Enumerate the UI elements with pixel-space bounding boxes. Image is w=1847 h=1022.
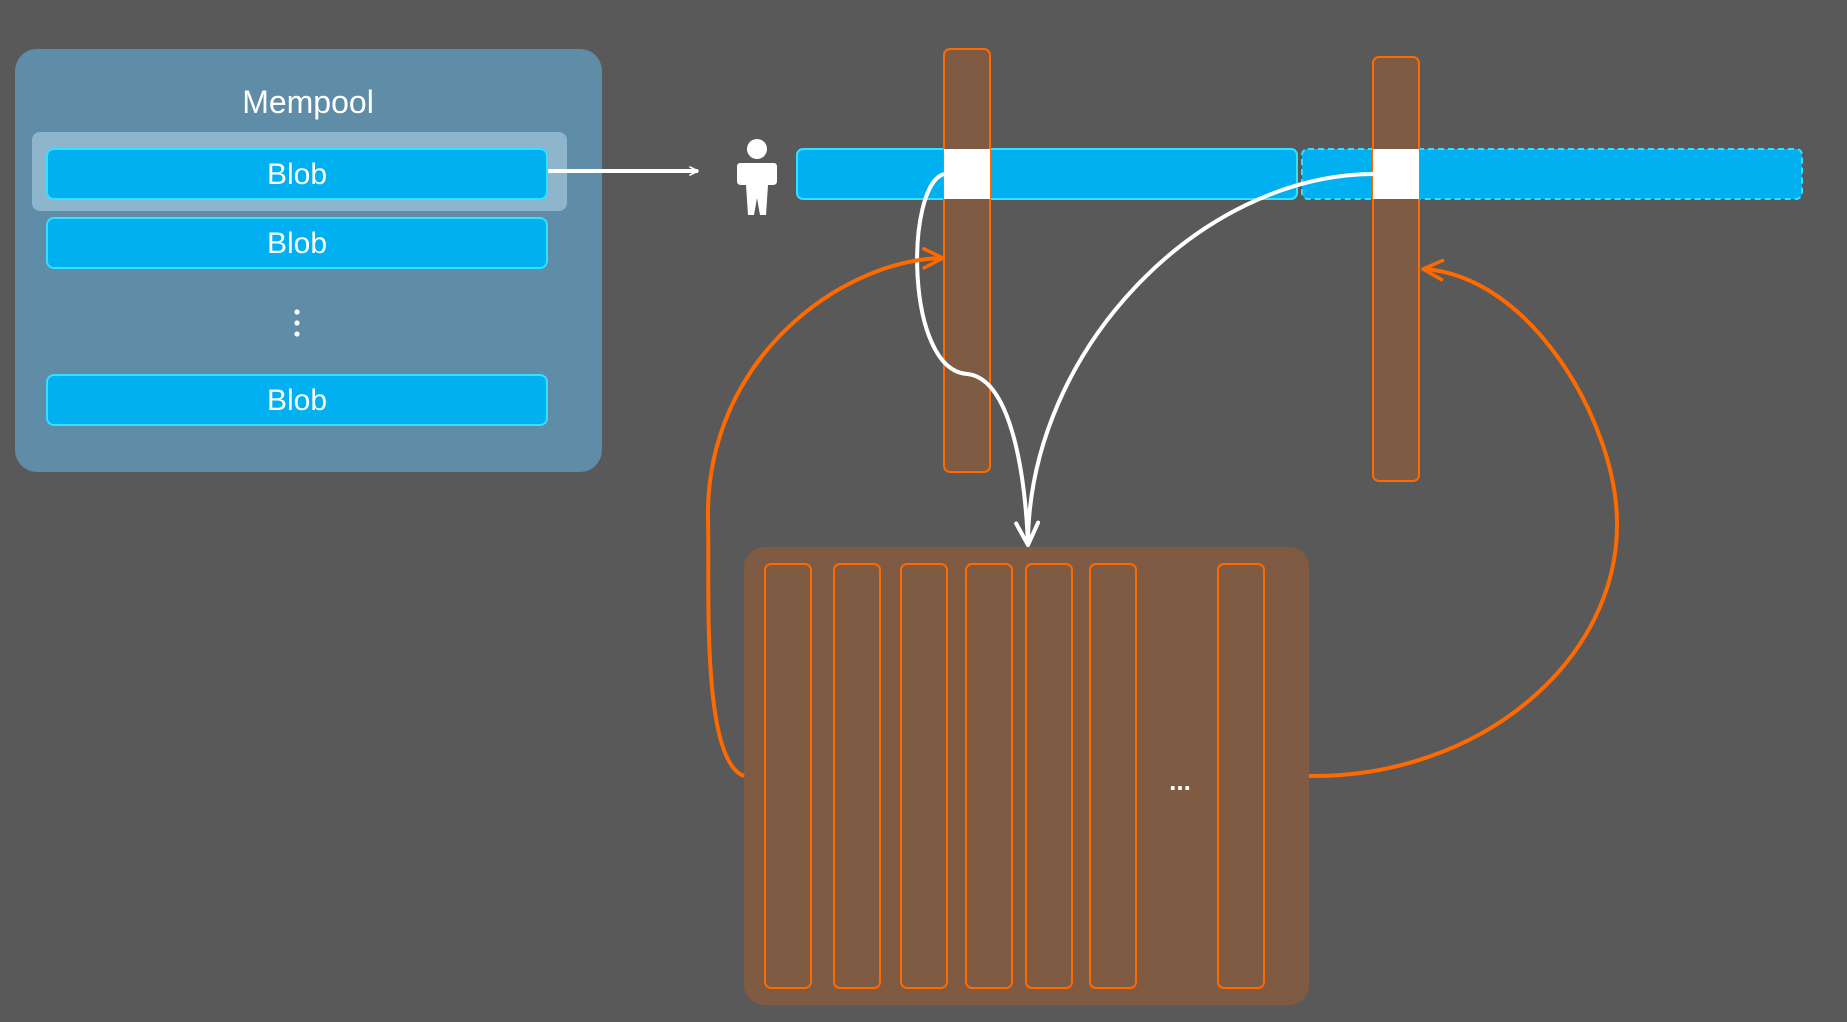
blob-label: Blob: [267, 227, 327, 260]
mempool-title: Mempool: [242, 84, 374, 120]
return-curve-left: [705, 247, 945, 778]
blob-item[interactable]: Blob: [46, 148, 548, 200]
data-column: [1372, 56, 1420, 482]
storage-column: [764, 563, 812, 989]
storage-column: [900, 563, 948, 989]
storage-column: [1025, 563, 1073, 989]
storage-column: [833, 563, 881, 989]
vertical-ellipsis: [294, 309, 300, 337]
sample-cell: [1373, 149, 1419, 199]
blob-item[interactable]: Blob: [46, 217, 548, 269]
blob-item[interactable]: Blob: [46, 374, 548, 426]
sample-cell: [944, 149, 990, 199]
mempool-panel: Mempool Blob Blob Blob: [15, 49, 602, 472]
sample-curve-right: [1026, 172, 1374, 546]
extended-data-row: [1301, 148, 1803, 200]
blob-label: Blob: [267, 158, 327, 191]
sample-curve-left: [915, 172, 1041, 547]
storage-ellipsis: ...: [1169, 766, 1191, 796]
storage-column: [1089, 563, 1137, 989]
storage-column: [965, 563, 1013, 989]
data-square-row: [796, 148, 1298, 200]
storage-column: [1217, 563, 1265, 989]
person-icon: [737, 139, 777, 215]
blob-label: Blob: [267, 384, 327, 417]
data-column: [943, 48, 991, 473]
return-curve-right: [1308, 258, 1620, 779]
storage-block: ...: [744, 547, 1309, 1005]
